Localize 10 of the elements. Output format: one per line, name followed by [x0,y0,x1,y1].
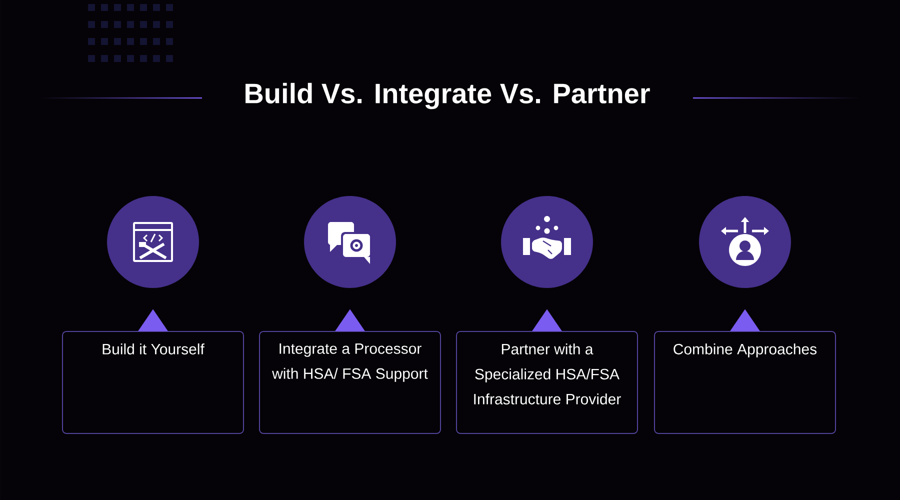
text-box: Build it Yourself [62,331,244,434]
text-box: Partner with a Specialized HSA/FSA Infrastructure Provider [456,331,638,434]
text-box: Combine Approaches [654,331,836,434]
pointer-triangle [335,309,365,332]
text-box: Integrate a Processor with HSA/ FSA Support [259,331,441,434]
title: Build Vs. Integrate Vs. Partner [246,82,650,110]
icon-circle [107,196,199,288]
pointer-triangle [532,309,562,332]
pointer-triangle [138,309,168,332]
pointer-triangle [730,309,760,332]
